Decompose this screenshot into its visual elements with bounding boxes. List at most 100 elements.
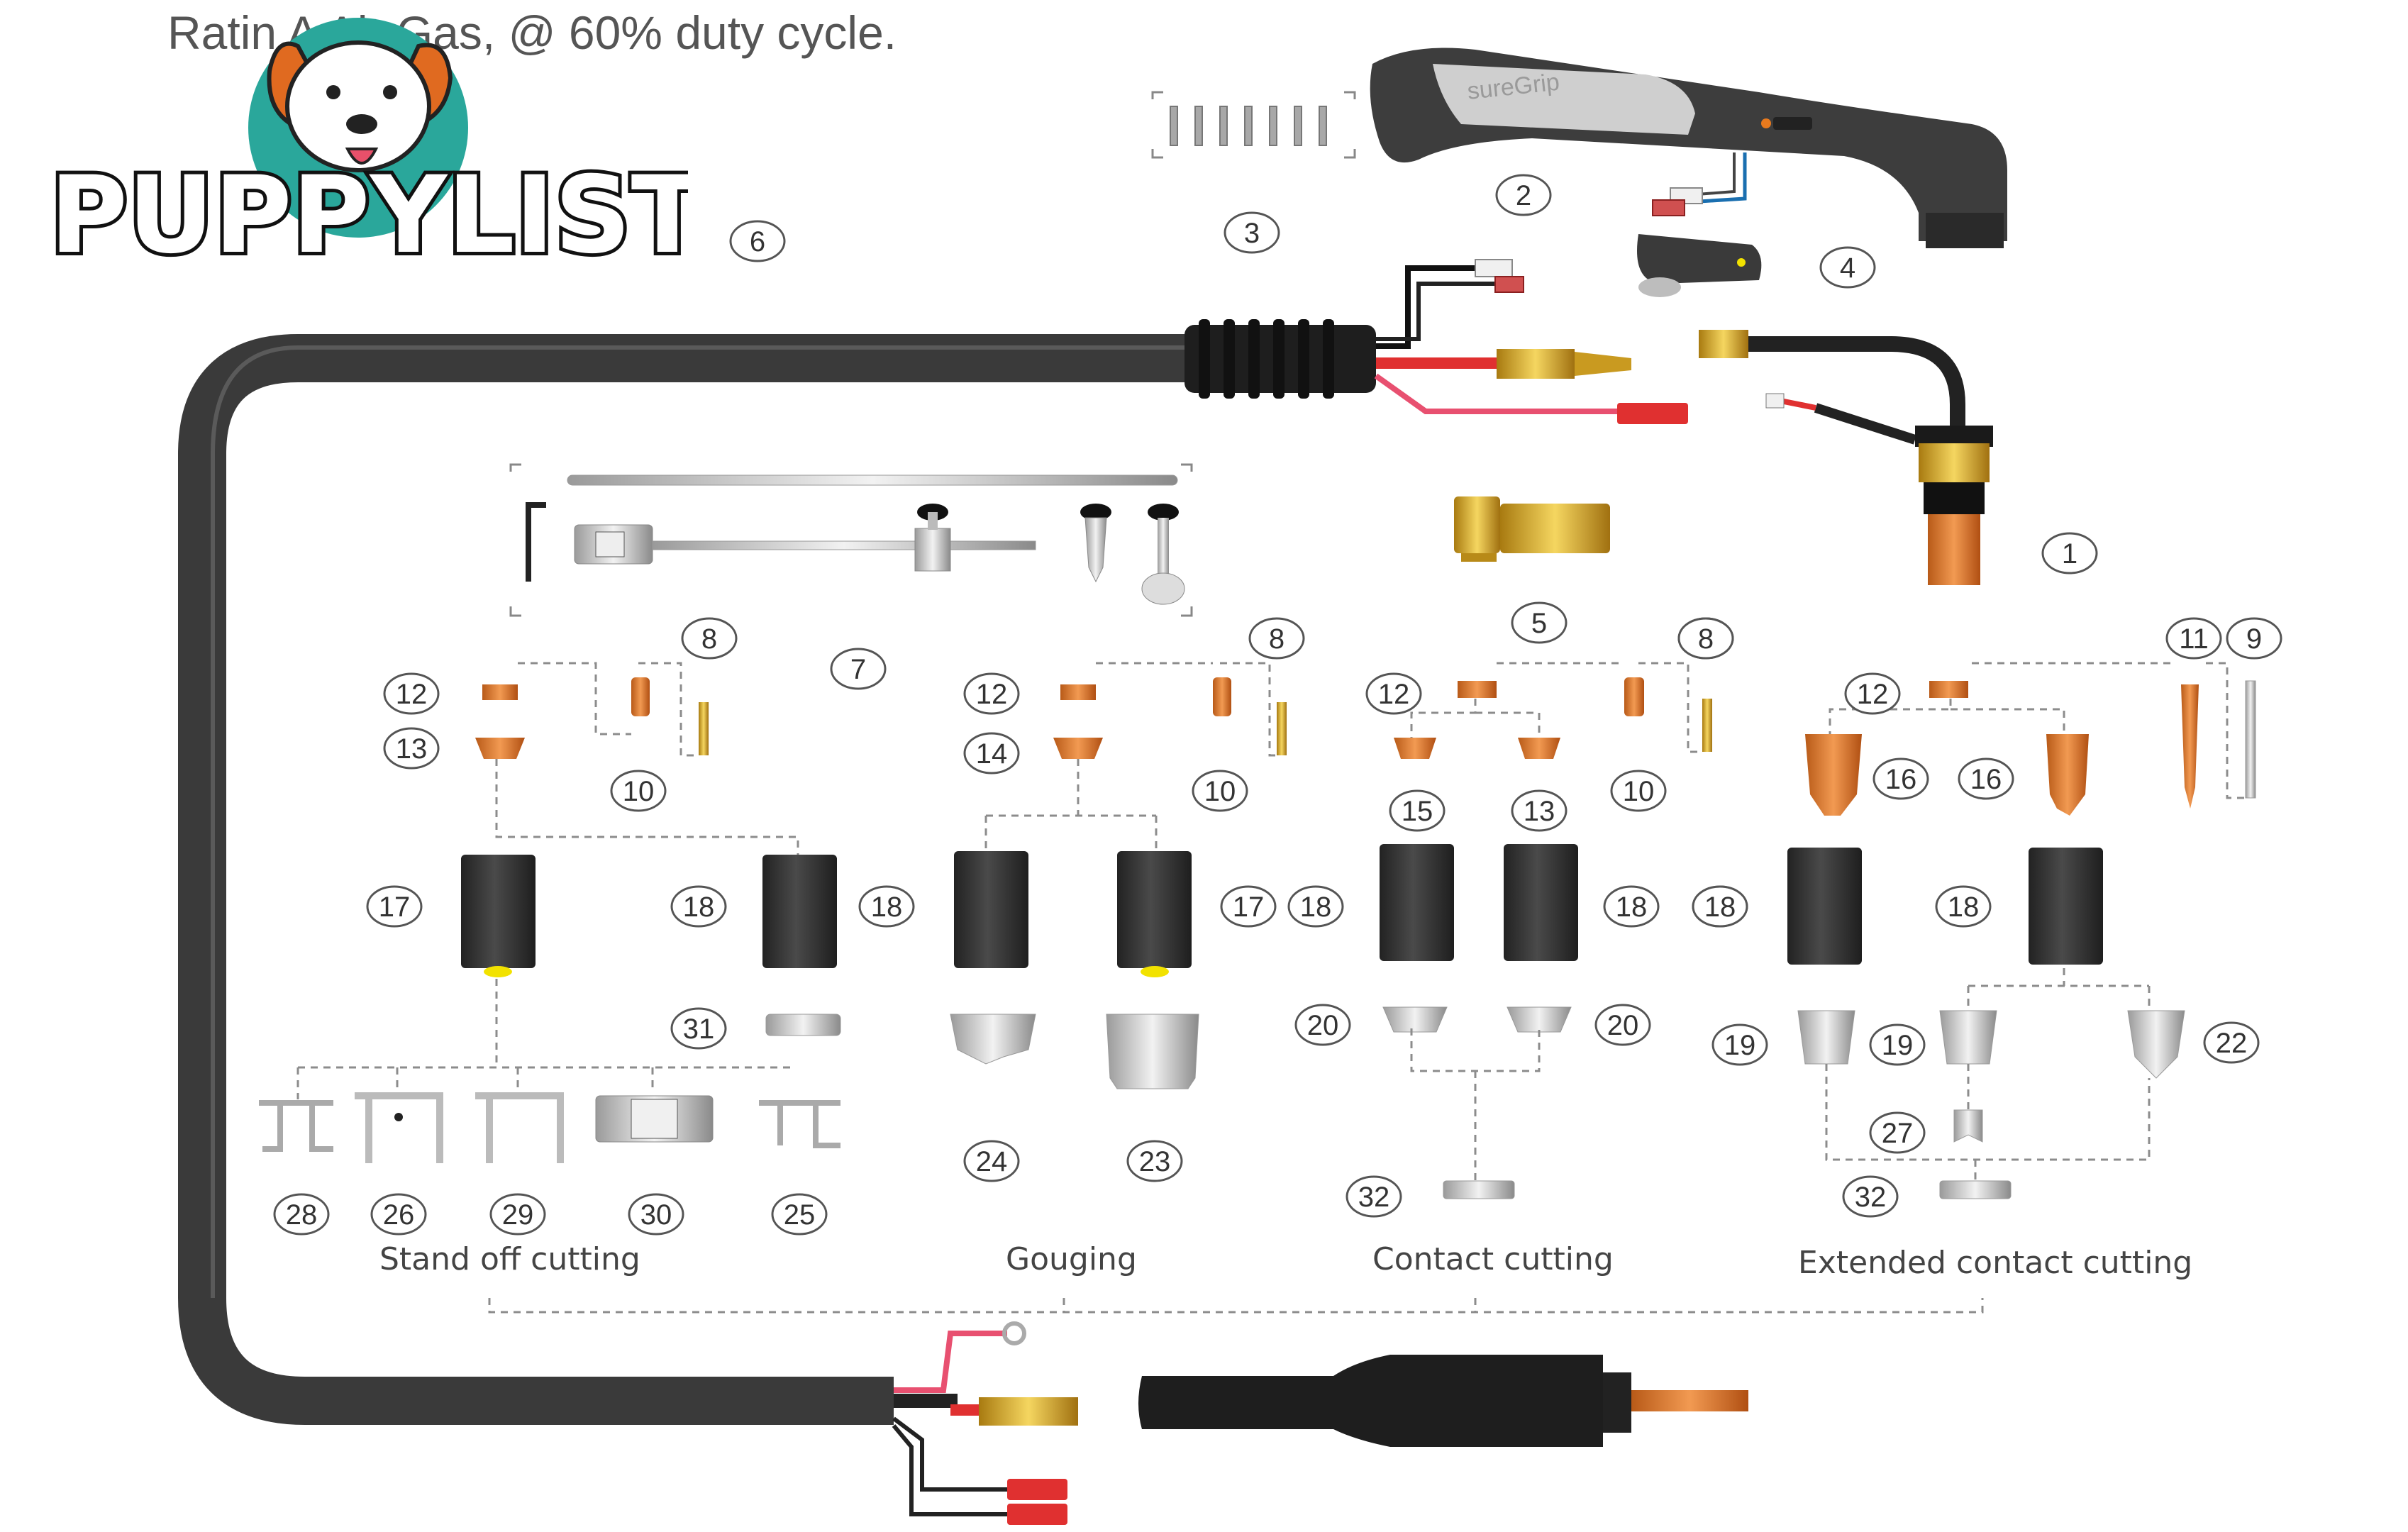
callout-number: 17 [379,892,411,923]
callout-32: 32 [1346,1175,1402,1218]
callout-number: 12 [1857,679,1889,710]
callout-number: 8 [1269,623,1285,655]
callout-number: 10 [1204,776,1236,807]
callout-9: 9 [2226,617,2282,660]
callout-23: 23 [1126,1140,1183,1182]
callout-14: 14 [963,732,1020,775]
callout-number: 30 [640,1199,672,1231]
callout-number: 13 [396,733,428,765]
callout-27: 27 [1869,1111,1926,1154]
callout-number: 18 [1616,892,1648,923]
callout-number: 8 [1698,623,1714,655]
callout-5: 5 [1511,601,1568,644]
callout-number: 32 [1358,1182,1390,1213]
callout-number: 19 [1724,1030,1756,1061]
callout-2: 2 [1495,174,1552,216]
callouts: 1234567888891010101112121212131314151616… [273,174,2282,1236]
callout-17: 17 [1220,885,1277,928]
trigger-part [1637,234,1762,297]
circle-cutting-guide [509,463,1193,617]
callout-number: 16 [1970,764,2002,795]
torch-handle: sureGrip [1370,48,2007,248]
callout-32: 32 [1842,1175,1899,1218]
callout-10: 10 [610,770,667,812]
callout-1: 1 [2041,532,2098,574]
callout-10: 10 [1610,770,1667,812]
callout-number: 31 [683,1014,715,1045]
callout-number: 19 [1882,1030,1914,1061]
torch-trigger-wires [1652,152,1747,216]
callout-number: 2 [1516,180,1531,211]
callout-19: 19 [1869,1023,1926,1066]
callout-number: 29 [502,1199,534,1231]
callout-number: 18 [871,892,903,923]
torch-body-insert [1454,496,1610,562]
group-label-gouging: Gouging [1006,1241,1137,1277]
callout-number: 13 [1524,796,1555,827]
handle-screws [1151,91,1356,159]
callout-20: 20 [1294,1004,1351,1046]
cable-wires-top [1374,259,1688,424]
callout-18: 18 [1603,885,1660,928]
callout-12: 12 [1365,672,1422,715]
callout-number: 3 [1244,218,1260,249]
callout-number: 22 [2216,1028,2248,1059]
callout-26: 26 [370,1193,427,1236]
callout-number: 15 [1402,796,1433,827]
callout-4: 4 [1819,246,1876,289]
callout-number: 10 [623,776,655,807]
callout-number: 28 [286,1199,318,1231]
callout-8: 8 [1677,617,1734,660]
puppylist-logo: PUPPYLIST [46,18,688,281]
callout-8: 8 [1248,617,1305,660]
callout-7: 7 [830,648,887,690]
callout-13: 13 [383,727,440,770]
callout-12: 12 [963,672,1020,715]
callout-10: 10 [1192,770,1248,812]
callout-number: 18 [1948,892,1980,923]
callout-number: 20 [1307,1010,1339,1041]
callout-18: 18 [1692,885,1748,928]
callout-18: 18 [858,885,915,928]
callout-24: 24 [963,1140,1020,1182]
callout-13: 13 [1511,789,1568,832]
callout-25: 25 [771,1193,828,1236]
callout-number: 12 [396,679,428,710]
group-label-extended: Extended contact cutting [1798,1245,2192,1281]
callout-16: 16 [1872,757,1929,800]
callout-number: 27 [1882,1118,1914,1149]
callout-30: 30 [628,1193,684,1236]
torch-head-assembly [1699,330,1993,585]
callout-18: 18 [1935,885,1992,928]
callout-19: 19 [1711,1023,1768,1066]
callout-18: 18 [670,885,727,928]
callout-15: 15 [1389,789,1446,832]
logo-wordmark: PUPPYLIST [50,154,688,277]
callout-number: 18 [683,892,715,923]
callout-29: 29 [489,1193,546,1236]
callout-22: 22 [2203,1021,2260,1064]
consumables [259,677,2256,1199]
callout-12: 12 [1844,672,1901,715]
callout-number: 5 [1531,608,1547,639]
callout-number: 32 [1855,1182,1887,1213]
callout-number: 24 [976,1146,1008,1177]
callout-number: 26 [383,1199,415,1231]
callout-number: 17 [1233,892,1265,923]
callout-11: 11 [2165,617,2222,660]
connector-lines [296,662,2246,1314]
callout-number: 7 [850,654,866,685]
callout-3: 3 [1224,211,1280,254]
cable-connector-bottom [892,1321,1748,1525]
callout-12: 12 [383,672,440,715]
callout-number: 11 [2179,623,2209,655]
callout-number: 4 [1840,252,1855,284]
callout-number: 12 [1378,679,1410,710]
callout-number: 18 [1300,892,1332,923]
callout-20: 20 [1594,1004,1651,1046]
callout-number: 12 [976,679,1008,710]
torch-cable [178,334,1184,1425]
callout-number: 6 [750,226,765,257]
callout-number: 1 [2062,538,2077,570]
group-label-stand-off: Stand off cutting [379,1241,640,1277]
